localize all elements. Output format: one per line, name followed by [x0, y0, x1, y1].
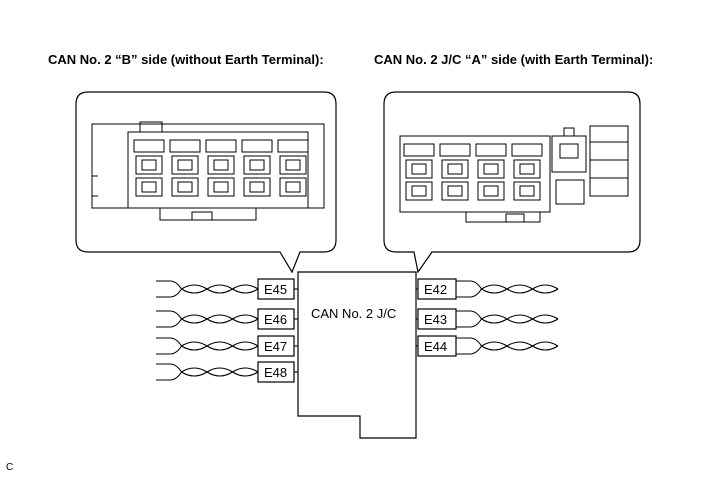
connector-label: E48	[264, 365, 287, 380]
twisted-pair-wire	[156, 363, 298, 381]
terminal-cavity	[205, 139, 237, 197]
terminal-cavity	[475, 143, 507, 201]
terminal-cavity	[277, 139, 309, 197]
heading-b-side: CAN No. 2 “B” side (without Earth Termin…	[48, 52, 324, 67]
connector-e44: E44	[417, 335, 457, 357]
heading-a-side: CAN No. 2 J/C “A” side (with Earth Termi…	[374, 52, 654, 67]
callout-b-side	[75, 91, 337, 274]
connector-label: E45	[264, 282, 287, 297]
twisted-pair-wire	[156, 280, 298, 298]
twisted-pair-wire	[156, 310, 298, 328]
connector-e48: E48	[257, 361, 295, 383]
connector-label: E46	[264, 312, 287, 327]
connector-e46: E46	[257, 308, 295, 330]
connector-face-b	[91, 121, 325, 221]
connector-e42: E42	[417, 278, 457, 300]
connector-label: E43	[424, 312, 447, 327]
terminal-cavity	[439, 143, 471, 201]
terminal-cavity	[511, 143, 543, 201]
connector-label: E42	[424, 282, 447, 297]
connector-label: E44	[424, 339, 447, 354]
connector-e45: E45	[257, 278, 295, 300]
connector-label: E47	[264, 339, 287, 354]
terminal-cavity	[241, 139, 273, 197]
twisted-pair-wire	[156, 337, 298, 355]
connector-e43: E43	[417, 308, 457, 330]
connector-face-a	[399, 125, 629, 223]
junction-label: CAN No. 2 J/C	[311, 306, 396, 321]
terminal-cavity	[403, 143, 435, 201]
corner-mark: C	[6, 462, 14, 473]
connector-e47: E47	[257, 335, 295, 357]
terminal-cavity	[133, 139, 165, 197]
terminal-cavity	[169, 139, 201, 197]
junction-connector-body	[297, 271, 417, 439]
callout-a-side	[383, 91, 641, 274]
